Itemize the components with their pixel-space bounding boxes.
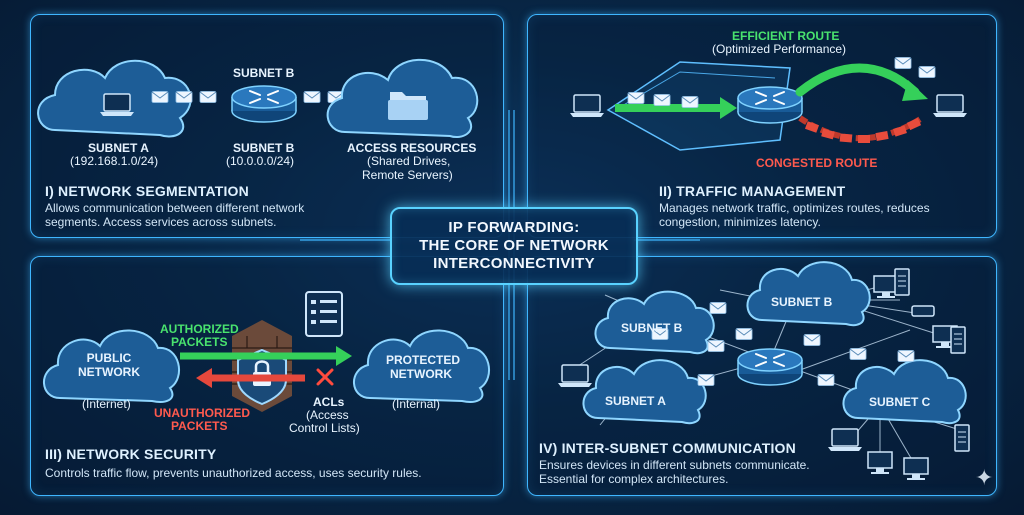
unauthorized-packets-line1: UNAUTHORIZED [154,406,250,420]
envelope-icon [697,374,715,386]
center-title-line2: THE CORE OF NETWORK [419,237,609,254]
protected-network-line1: PROTECTED [386,353,461,367]
envelope-icon [894,57,912,69]
protected-network-cloud-icon [353,329,490,403]
subnet-b-label: SUBNET B [233,141,295,155]
folder-icon [388,92,428,120]
subnet-b-right-label: SUBNET B [771,295,833,309]
access-resources-sub2: Remote Servers) [362,168,453,182]
subnet-a-ip: (192.168.1.0/24) [70,154,159,168]
laptop-icon [827,428,863,452]
router-icon [737,86,803,124]
server-icon [954,424,970,452]
envelope-icon [681,96,699,108]
optimized-performance-label: (Optimized Performance) [712,42,847,56]
center-title-line3: INTERCONNECTIVITY [433,255,595,272]
traffic-desc-line1: Manages network traffic, optimizes route… [659,201,930,215]
blocked-x-icon [316,368,334,386]
desktop-icon [903,457,929,481]
subnet-b-top-label: SUBNET B [233,66,295,80]
envelope-icon [709,302,727,314]
congested-route-label: CONGESTED ROUTE [756,156,878,170]
center-title-box: IP FORWARDING: THE CORE OF NETWORK INTER… [390,207,638,285]
document-list-icon [305,291,343,337]
intersubnet-desc-line2: Essential for complex architectures. [539,472,729,486]
subnet-c-cloud-icon [842,359,967,425]
access-resources-sub1: (Shared Drives, [367,154,451,168]
subnet-a-label: SUBNET A [88,141,149,155]
envelope-icon [151,91,169,103]
acls-label: ACLs [313,395,345,409]
subnet-b-right-cloud-icon [746,261,871,327]
access-resources-label: ACCESS RESOURCES [347,141,477,155]
envelope-icon [897,350,915,362]
security-title: III) NETWORK SECURITY [45,446,217,462]
public-network-line1: PUBLIC [86,351,132,365]
envelope-icon [175,91,193,103]
internet-label: (Internet) [82,397,131,411]
authorized-packets-line1: AUTHORIZED [160,322,239,336]
router-icon [231,85,297,123]
server-icon [950,326,966,354]
center-title-line1: IP FORWARDING: [448,219,580,236]
intersubnet-desc-line1: Ensures devices in different subnets com… [539,458,810,472]
envelope-icon [707,340,725,352]
subnet-a-right-label: SUBNET A [605,394,666,408]
segmentation-title: I) NETWORK SEGMENTATION [45,183,249,199]
intersubnet-title: IV) INTER-SUBNET COMMUNICATION [539,440,796,456]
laptop-icon [932,94,968,118]
envelope-icon [849,348,867,360]
protected-network-line2: NETWORK [390,367,452,381]
acls-sub2: Control Lists) [289,421,360,435]
traffic-title: II) TRAFFIC MANAGEMENT [659,183,846,199]
laptop-icon [569,94,605,118]
subnet-b-left-cloud-icon [594,290,715,355]
envelope-icon [817,374,835,386]
envelope-icon [199,91,217,103]
envelope-icon [653,94,671,106]
internal-label: (Internal) [392,397,441,411]
traffic-desc-line2: congestion, minimizes latency. [659,215,821,229]
envelope-icon [803,334,821,346]
server-icon [894,268,910,296]
unauthorized-packets-line2: PACKETS [171,419,228,433]
laptop-icon [557,364,593,388]
subnet-a-cloud-icon [582,359,707,425]
authorized-packets-line2: PACKETS [171,335,228,349]
envelope-icon [918,66,936,78]
public-network-cloud-icon [43,329,180,403]
segmentation-desc-line2: segments. Access services across subnets… [45,215,277,229]
envelope-icon [627,92,645,104]
security-desc: Controls traffic flow, prevents unauthor… [45,466,422,480]
switch-icon [911,305,935,317]
congested-packets [804,117,922,143]
segmentation-desc-line1: Allows communication between different n… [45,201,305,215]
desktop-icon [867,451,893,475]
acls-sub1: (Access [306,408,349,422]
subnet-b-left-label: SUBNET B [621,321,683,335]
efficient-route-label: EFFICIENT ROUTE [732,29,840,43]
envelope-icon [303,91,321,103]
laptop-icon [99,93,135,117]
router-icon [737,348,803,386]
public-network-line2: NETWORK [78,365,140,379]
subnet-b-ip: (10.0.0.0/24) [226,154,295,168]
subnet-c-label: SUBNET C [869,395,931,409]
envelope-icon [735,328,753,340]
sparkle-icon: ✦ [975,465,994,490]
